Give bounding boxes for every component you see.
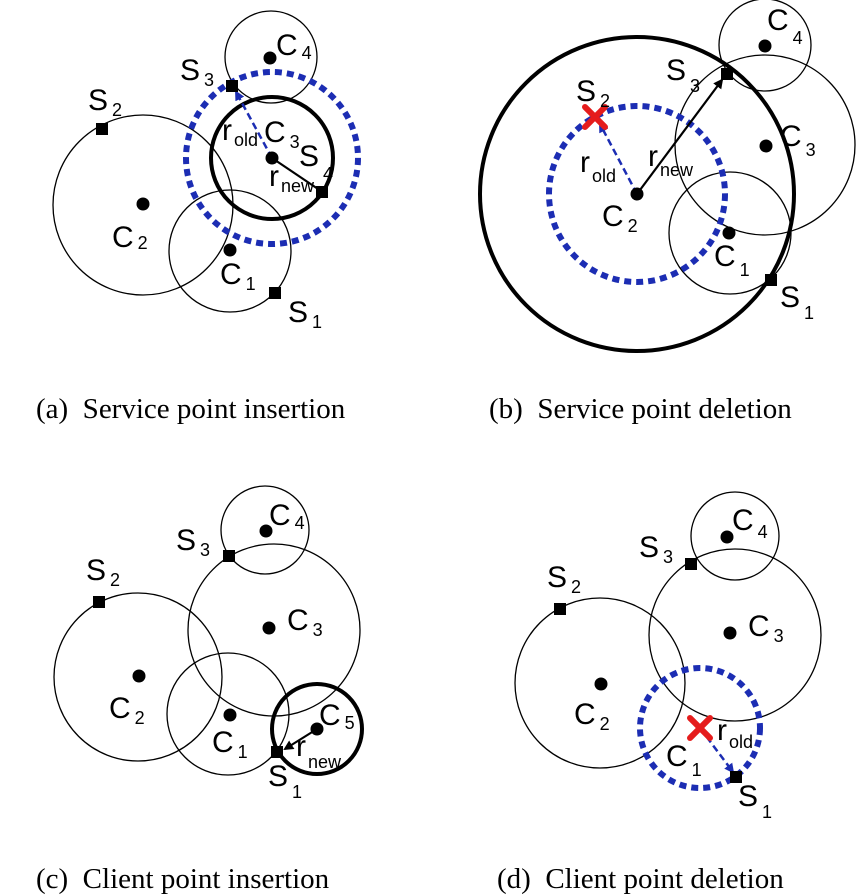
client-point-c4 xyxy=(259,524,273,538)
service-circle-c4 xyxy=(718,0,812,92)
client-point-c3 xyxy=(759,139,773,153)
new-radius-line xyxy=(271,157,322,192)
old-radius-circle xyxy=(183,69,361,247)
new-radius-arrow xyxy=(636,78,724,195)
service-point-s2 xyxy=(96,123,108,135)
service-point-s3 xyxy=(685,558,697,570)
service-point-s3 xyxy=(223,550,235,562)
service-point-s1 xyxy=(271,746,283,758)
service-circle-c4 xyxy=(224,10,318,104)
old-radius-arrow xyxy=(598,122,639,195)
client-point-c4 xyxy=(720,530,734,544)
service-circle-c2 xyxy=(53,592,223,762)
service-circle-c1 xyxy=(166,652,290,776)
caption-d: (d) Client point deletion xyxy=(497,863,784,895)
old-radius-arrow xyxy=(234,90,274,159)
service-point-s1 xyxy=(730,771,742,783)
service-point-s2 xyxy=(554,603,566,615)
service-point-s1 xyxy=(765,274,777,286)
client-point-c2 xyxy=(594,677,608,691)
service-circle-c3 xyxy=(648,548,822,722)
new-radius-circle xyxy=(478,35,796,353)
client-point-c2 xyxy=(630,187,644,201)
client-point-c2 xyxy=(132,669,146,683)
old-radius-circle xyxy=(546,103,728,285)
client-point-c3 xyxy=(723,626,737,640)
deleted-service-point-s2 xyxy=(582,104,608,130)
client-point-c2 xyxy=(136,197,150,211)
caption-b: (b) Service point deletion xyxy=(489,393,792,425)
old-radius-arrow xyxy=(699,727,735,774)
caption-c: (c) Client point insertion xyxy=(36,863,330,895)
service-circle-c1 xyxy=(168,189,292,313)
label-c4: C4 xyxy=(767,4,803,48)
client-point-c4 xyxy=(263,51,277,65)
new-service-circle-c5 xyxy=(270,682,364,776)
caption-a: (a) Service point insertion xyxy=(36,393,346,425)
client-point-c1 xyxy=(223,708,237,722)
label-s4: S4 xyxy=(299,140,333,184)
service-point-s4 xyxy=(316,186,328,198)
new-radius-circle xyxy=(209,95,335,221)
client-point-c4 xyxy=(758,39,772,53)
client-point-c5 xyxy=(310,722,324,736)
service-point-s2 xyxy=(93,596,105,608)
service-point-s3 xyxy=(226,80,238,92)
old-radius-circle xyxy=(637,665,763,791)
service-point-s1 xyxy=(269,287,281,299)
service-point-s3 xyxy=(721,68,733,80)
client-point-c3 xyxy=(262,621,276,635)
service-circle-c4 xyxy=(220,485,310,575)
client-point-c1 xyxy=(722,226,736,240)
service-circle-c2 xyxy=(514,597,686,769)
client-point-c3 xyxy=(265,151,279,165)
client-point-c1 xyxy=(223,243,237,257)
deleted-client-point-c1 xyxy=(687,715,713,741)
service-circle-c3 xyxy=(674,54,856,236)
service-circle-c4 xyxy=(690,491,780,581)
